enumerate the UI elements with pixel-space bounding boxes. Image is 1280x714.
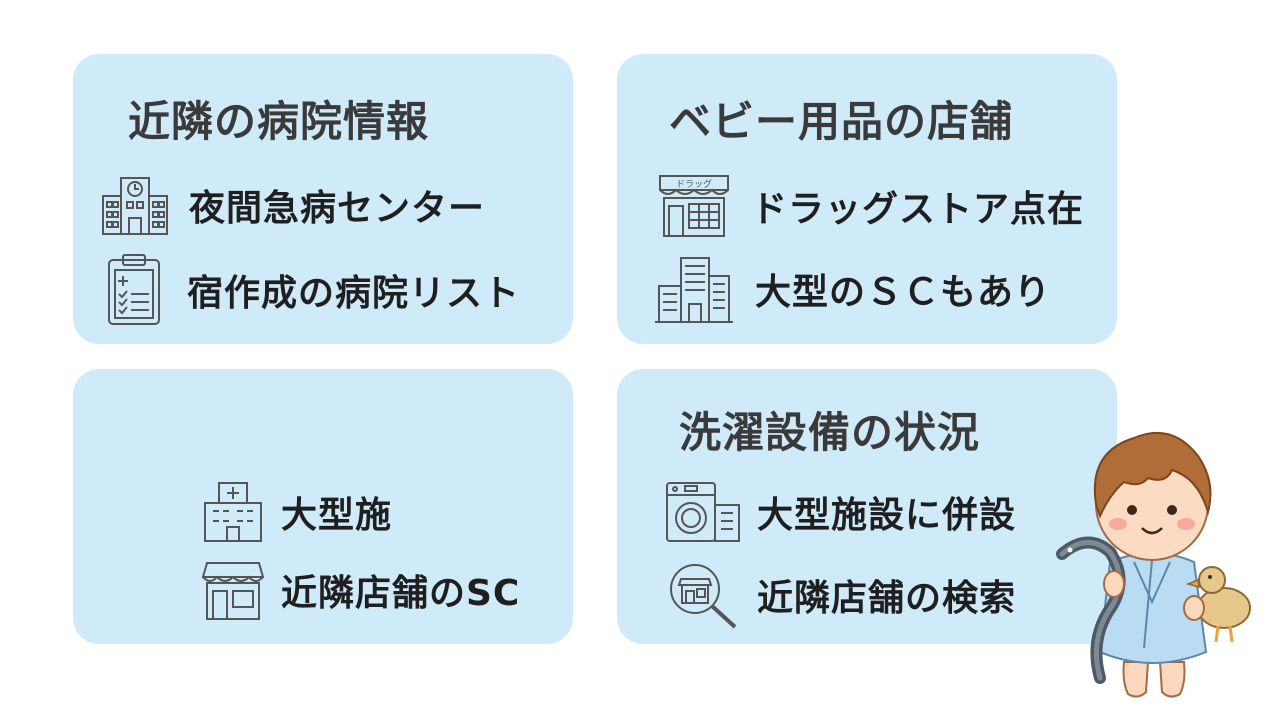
laundry-title: 洗濯設備の状況: [679, 408, 981, 457]
nearby-shop-search-label: 近隣店舗の検索: [757, 578, 1017, 619]
baby-goods-title: ベビー用品の店舗: [669, 97, 1014, 146]
hospital-cross-icon: [201, 479, 265, 545]
nearby-shops-sc-label: 近隣店舗のSC: [281, 573, 521, 614]
list-item: 大型施: [201, 479, 392, 545]
list-item: 宿作成の病院リスト: [105, 252, 520, 328]
laundry-card: 洗濯設備の状況 大型施設に併設 近隣店舗の検索: [617, 369, 1117, 644]
list-item: 大型のＳＣもあり: [653, 254, 1051, 324]
clipboard-icon: [105, 252, 163, 328]
search-shop-icon: [665, 559, 741, 631]
shop-icon: [201, 557, 265, 623]
laundry-at-facility-label: 大型施設に併設: [757, 495, 1017, 536]
hospital-list-label: 宿作成の病院リスト: [187, 273, 521, 314]
drugstore-label: ドラッグストア点在: [751, 189, 1085, 230]
hospital-info-card: 近隣の病院情報 夜間急病センター 宿作成の: [73, 54, 573, 344]
list-item: 大型施設に併設: [663, 479, 1016, 545]
drugstore-sign-text: ドラッグ: [676, 178, 712, 190]
baby-goods-card: ベビー用品の店舗 ドラッグ ドラッグストア点在 大型のＳＣもあり: [617, 54, 1117, 344]
buildings-icon: [653, 254, 735, 324]
hospital-clock-icon: [99, 172, 171, 238]
list-item: 近隣店舗のSC: [201, 557, 520, 623]
night-emergency-label: 夜間急病センター: [189, 188, 486, 229]
large-facility-label: 大型施: [281, 495, 393, 536]
washing-machine-icon: [663, 479, 743, 545]
child-mascot-illustration: [1048, 412, 1258, 704]
drugstore-icon: ドラッグ: [657, 172, 731, 240]
list-item: 夜間急病センター: [99, 172, 485, 238]
shopping-center-label: 大型のＳＣもあり: [755, 272, 1052, 313]
list-item: ドラッグ ドラッグストア点在: [657, 172, 1084, 240]
hospital-info-title: 近隣の病院情報: [128, 97, 430, 146]
facilities-card: 大型施 近隣店舗のSC: [73, 369, 573, 644]
list-item: 近隣店舗の検索: [665, 559, 1016, 631]
